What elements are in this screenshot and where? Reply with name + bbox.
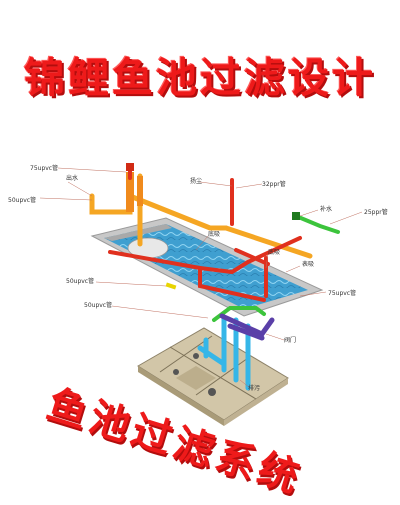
purple-manifold <box>219 313 275 341</box>
label-32ppr: 32ppr管 <box>262 180 286 188</box>
label-makeup-water: 补水 <box>320 205 332 213</box>
label-50upvc-left: 50upvc管 <box>8 196 36 204</box>
label-outlet: 出水 <box>66 174 78 182</box>
label-valve: 阀门 <box>284 336 296 344</box>
label-75upvc-top: 75upvc管 <box>30 164 58 172</box>
label-50upvc-mid: 50upvc管 <box>66 277 94 285</box>
red-pipes <box>108 166 302 302</box>
page-title: 锦鲤鱼池过滤设计 <box>24 54 376 102</box>
label-dust-pump: 扬尘 <box>190 177 202 185</box>
filter-box-front <box>138 366 224 426</box>
label-bottom-suction-2: 底吸 <box>268 248 280 256</box>
label-25ppr: 25ppr管 <box>364 208 388 216</box>
label-50upvc-low: 50upvc管 <box>84 301 112 309</box>
label-drain: 排污 <box>248 384 260 392</box>
label-75upvc-right: 75upvc管 <box>328 289 356 297</box>
label-surface-suction: 表吸 <box>302 260 314 268</box>
filtration-diagram: 75upvc管 出水 50upvc管 扬尘 32ppr管 补水 25ppr管 底… <box>8 163 388 426</box>
label-bottom-suction-1: 底吸 <box>208 230 220 238</box>
